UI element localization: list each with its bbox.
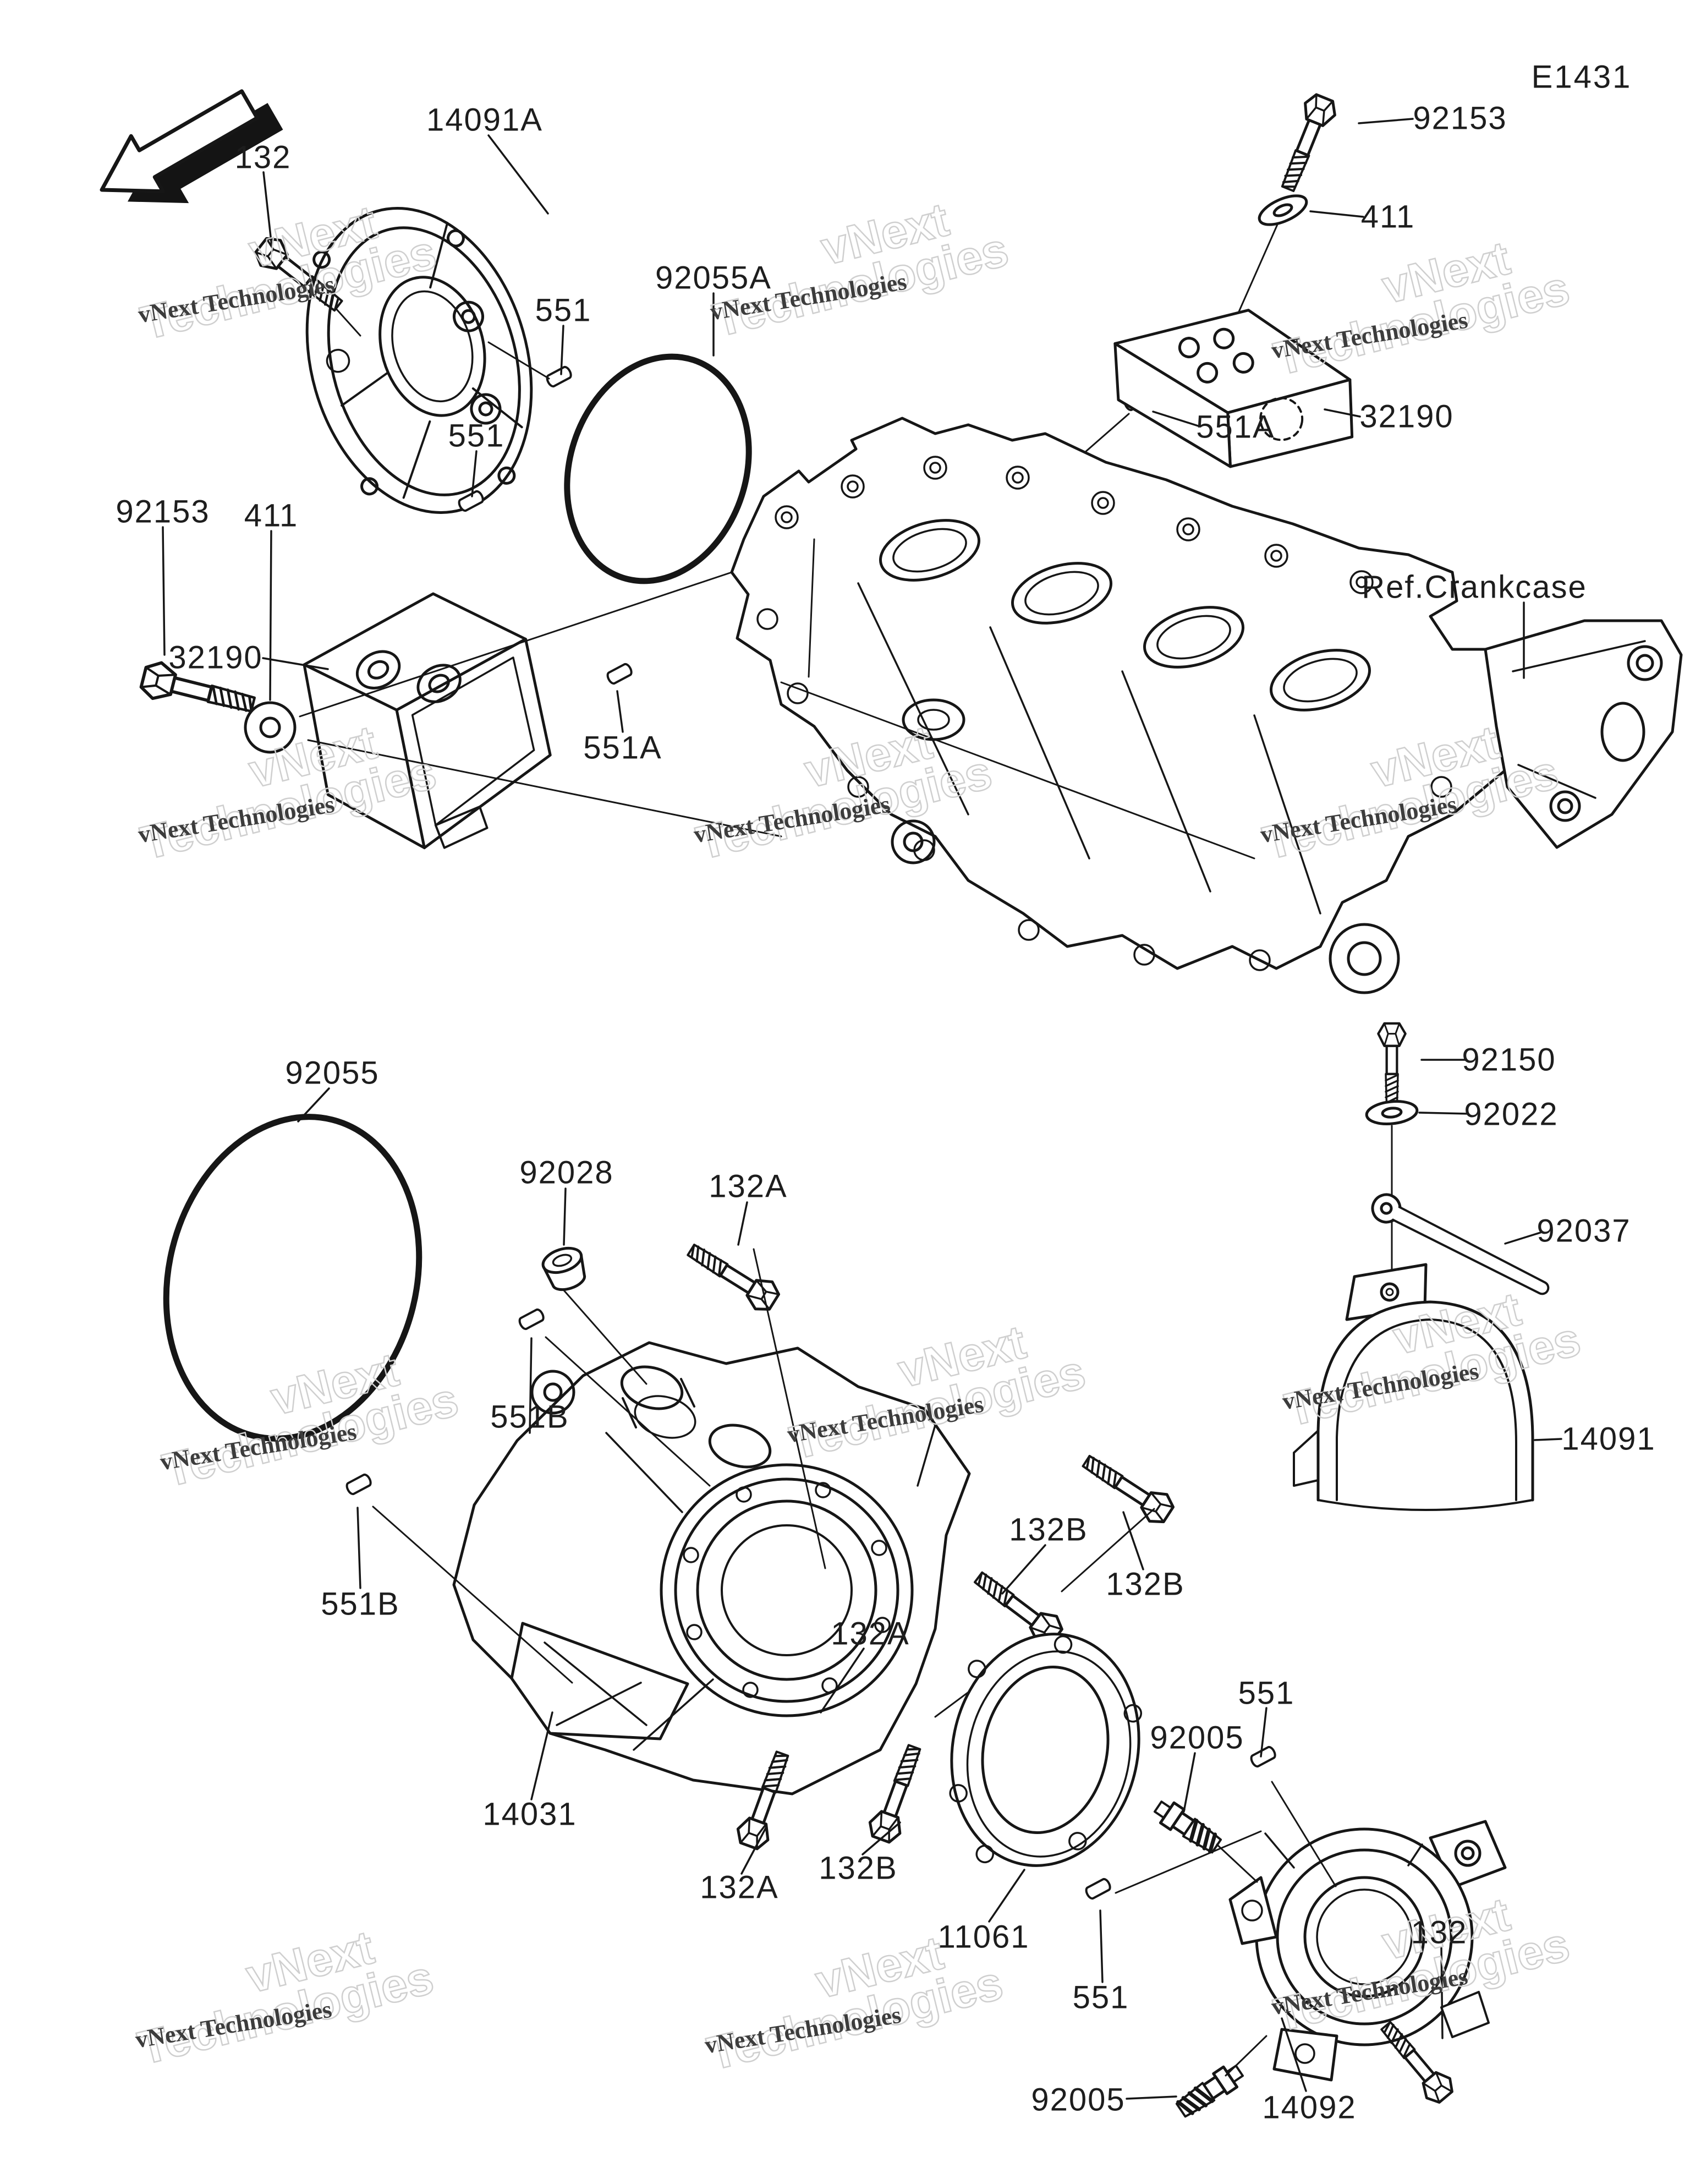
bushing-92028 (541, 1246, 586, 1291)
bracket-32190-right (1113, 309, 1354, 468)
washer-411-left (244, 701, 297, 754)
bracket-32190-left (303, 592, 552, 850)
cover-14091a (305, 207, 533, 514)
crankcase (730, 417, 1683, 994)
cover-14091 (1293, 1263, 1534, 1511)
front-arrow (100, 89, 283, 204)
strap-92037 (1371, 1193, 1550, 1295)
leader-lines (162, 118, 1562, 2100)
gasket-11061 (949, 1633, 1143, 1867)
cover-14031 (452, 1341, 971, 1796)
oring-92055a (564, 353, 752, 584)
oil-pump-14092 (1228, 1820, 1507, 2082)
oring-92055 (163, 1114, 422, 1442)
